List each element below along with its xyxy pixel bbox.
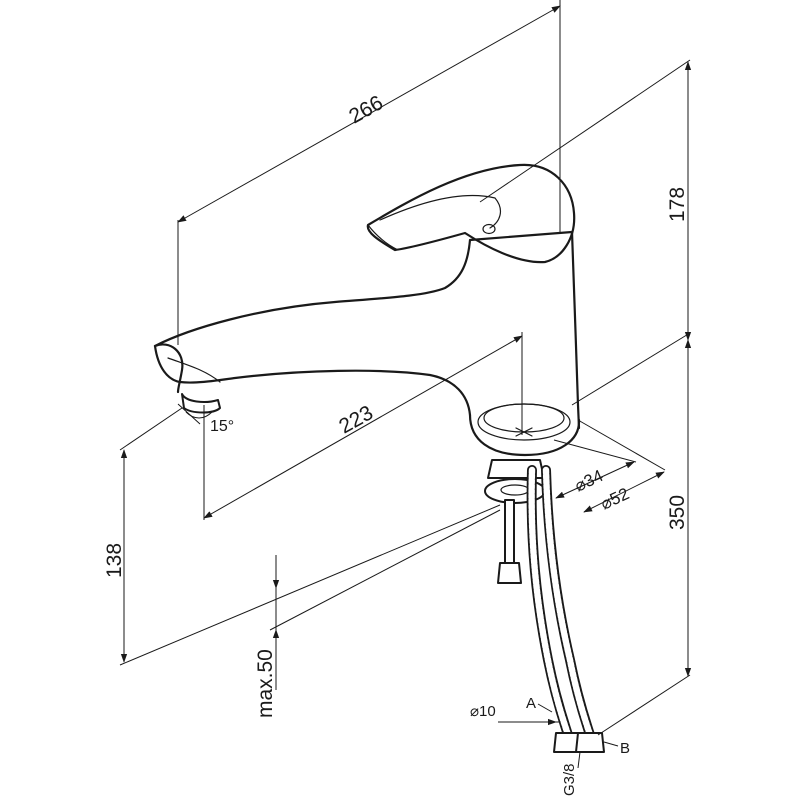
label-hose-a: A [526, 695, 536, 712]
spout [153, 230, 581, 430]
lever-handle [366, 163, 576, 264]
threaded-stud [504, 499, 515, 566]
aerator [181, 393, 221, 414]
dim-line-spout-reach [203, 335, 523, 519]
label-inner-diameter: ⌀34 [572, 466, 606, 496]
label-outer-diameter: ⌀52 [598, 484, 632, 514]
label-total-reach: 266 [345, 91, 387, 128]
dimension-labels: 266 223 15° 178 350 138 max.50 ⌀34 ⌀52 ⌀… [103, 91, 689, 796]
dimension-lines [120, 5, 692, 769]
dim-line-total-reach [177, 5, 561, 223]
extension-lines [119, 0, 691, 736]
label-spout-height: 138 [103, 543, 126, 578]
label-thread: G3/8 [561, 763, 578, 796]
label-total-height: 350 [666, 495, 689, 530]
fitting-b [575, 732, 605, 753]
label-pipe-diameter: ⌀10 [470, 703, 496, 720]
dim-line-outer-diameter [583, 471, 665, 513]
label-hose-b: B [620, 740, 630, 757]
label-upper-height: 178 [666, 187, 689, 222]
label-mount-thickness: max.50 [254, 649, 277, 718]
lever-pin [482, 223, 496, 235]
label-spout-angle: 15° [210, 418, 234, 435]
label-spout-reach: 223 [335, 401, 377, 438]
